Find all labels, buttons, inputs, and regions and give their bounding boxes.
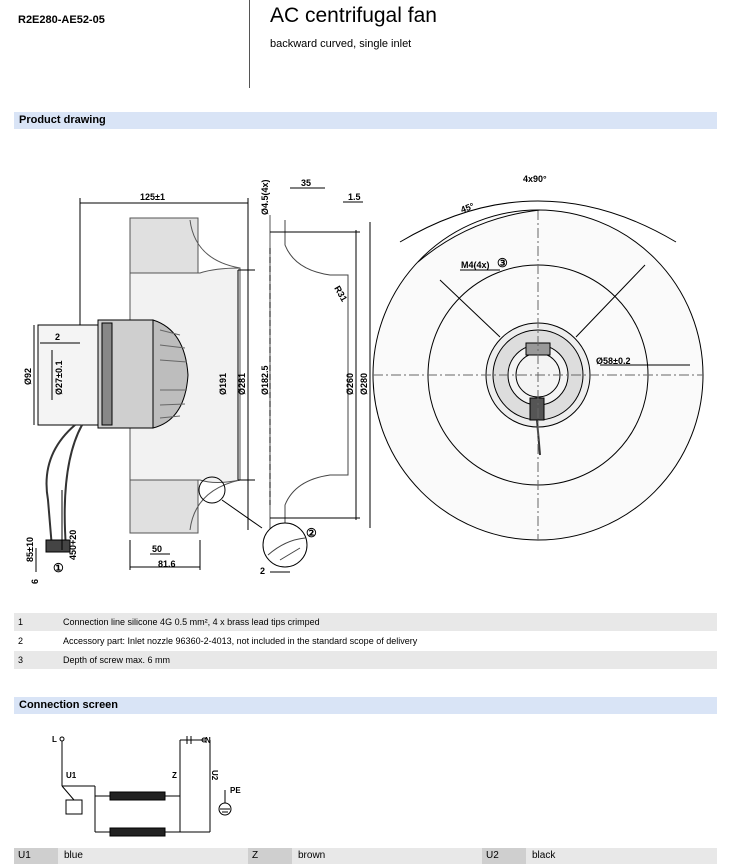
note-row: 1 Connection line silicone 4G 0.5 mm², 4… <box>14 613 717 631</box>
dim-d182-5: Ø182.5 <box>260 365 270 395</box>
section-header-product-drawing: Product drawing <box>14 112 717 129</box>
connection-diagram: L N U1 Z U2 PE <box>52 735 241 837</box>
notes-table: 1 Connection line silicone 4G 0.5 mm², 4… <box>14 613 717 670</box>
nozzle-view <box>262 187 371 573</box>
dim-35: 35 <box>301 178 311 188</box>
wire-color: black <box>526 848 717 864</box>
dim-85: 85±10 <box>25 537 35 562</box>
wire-color: brown <box>292 848 482 864</box>
dim-m4: M4(4x) <box>461 260 490 270</box>
note-text: Depth of screw max. 6 mm <box>63 655 171 665</box>
side-view <box>33 198 263 572</box>
note-row: 2 Accessory part: Inlet nozzle 96360-2-4… <box>14 632 717 650</box>
note-text: Accessory part: Inlet nozzle 96360-2-401… <box>63 636 418 646</box>
note-row: 3 Depth of screw max. 6 mm <box>14 651 717 669</box>
conn-label-PE: PE <box>230 786 241 795</box>
callout-2: ② <box>306 526 317 540</box>
product-title: AC centrifugal fan <box>270 4 437 27</box>
callout-1: ① <box>53 561 64 575</box>
dim-4x90: 4x90° <box>523 174 547 184</box>
dim-6: 6 <box>30 579 40 584</box>
dim-d260: Ø260 <box>345 373 355 395</box>
conn-label-Z: Z <box>172 771 177 780</box>
dim-width: 125±1 <box>140 192 165 202</box>
dim-d281: Ø281 <box>237 373 247 395</box>
header-divider <box>249 0 250 88</box>
dim-d58: Ø58±0.2 <box>596 356 630 366</box>
wire-code: Z <box>248 848 292 864</box>
product-subtitle: backward curved, single inlet <box>270 38 412 50</box>
wire-code: U2 <box>482 848 526 864</box>
note-number: 1 <box>18 617 24 627</box>
dim-50: 50 <box>152 544 162 554</box>
dim-d27: Ø27±0.1 <box>54 361 64 395</box>
dim-45: 45° <box>459 201 476 215</box>
dim-2-nozzle: 2 <box>260 566 265 576</box>
dim-r31: R31 <box>332 284 349 303</box>
note-text: Connection line silicone 4G 0.5 mm², 4 x… <box>63 617 320 627</box>
conn-label-N: N <box>205 736 211 745</box>
dim-d92: Ø92 <box>23 368 33 385</box>
wire-color: blue <box>58 848 248 864</box>
dim-81-6: 81.6 <box>158 559 176 569</box>
conn-label-U1: U1 <box>66 771 77 780</box>
dim-d280: Ø280 <box>359 373 369 395</box>
dim-450: 450+20 <box>68 530 78 560</box>
dim-hole: Ø4.5(4x) <box>260 179 270 215</box>
product-drawing: 125±1 Ø191 Ø281 Ø92 Ø27±0.1 2 50 81.6 85… <box>23 174 704 584</box>
dim-d191: Ø191 <box>218 373 228 395</box>
note-number: 3 <box>18 655 24 665</box>
product-code: R2E280-AE52-05 <box>18 14 105 26</box>
dim-1-5: 1.5 <box>348 192 361 202</box>
wire-color-table: U1 blue Z brown U2 black <box>14 848 717 864</box>
section-header-connection-screen: Connection screen <box>14 697 717 714</box>
wire-code: U1 <box>14 848 58 864</box>
note-number: 2 <box>18 636 24 646</box>
front-view <box>372 200 704 541</box>
dim-2-side: 2 <box>55 332 60 342</box>
callout-3: ③ <box>497 256 508 270</box>
conn-label-L: L <box>52 735 57 744</box>
conn-label-U2: U2 <box>210 770 219 781</box>
